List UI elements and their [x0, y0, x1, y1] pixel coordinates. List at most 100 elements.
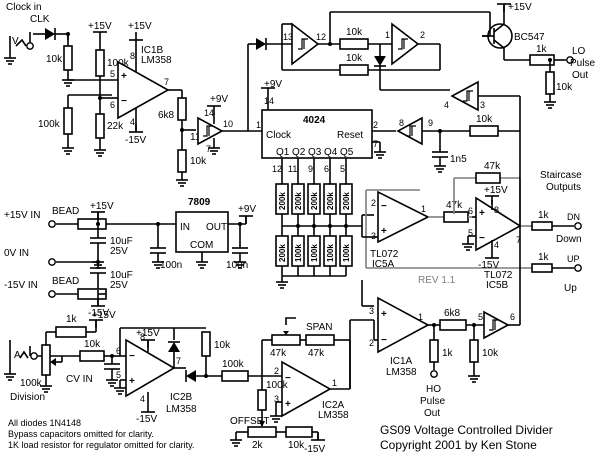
ho-1k: [429, 339, 439, 363]
cv-10k-label: 10k: [84, 339, 101, 350]
gate-a-pin10: 10: [223, 119, 233, 129]
ladder-200k-6: 200k: [278, 244, 287, 262]
lo-pulse-section: 13 12 10k 1 2 10k +15V BC547 1k LO Pulse…: [247, 2, 595, 131]
zero-in-label: 0V IN: [4, 248, 29, 259]
span-label: SPAN: [306, 322, 333, 333]
ic2a-pin2: 2: [274, 366, 279, 376]
counter-clock-label: Clock: [266, 130, 292, 141]
ic2b-pin5: 5: [116, 370, 121, 380]
c1n5-label: 1n5: [450, 154, 467, 165]
offset-pot[interactable]: [247, 426, 277, 438]
svg-text:−: −: [381, 201, 387, 212]
ladder-200k-2: 200k: [294, 192, 303, 210]
ic1a-pin1: 1: [418, 312, 423, 322]
q5-label: Q5: [340, 147, 354, 158]
q3-label: Q3: [308, 147, 322, 158]
zero-in-jack[interactable]: [48, 258, 56, 266]
down-output-jack[interactable]: [574, 222, 582, 230]
counter-pin14: 14: [264, 96, 274, 106]
ladder-200k-5: 200k: [342, 192, 351, 210]
r22k: [95, 113, 105, 139]
m15-in-jack[interactable]: [48, 290, 56, 298]
regulator-out: OUT: [206, 222, 227, 233]
ladder-200k-1: 200k: [278, 192, 287, 210]
up-output-jack[interactable]: [574, 264, 582, 272]
r1k-bias: [55, 326, 87, 338]
ladder-100k-1: 100k: [294, 244, 303, 262]
ladder-100k-2: 100k: [310, 244, 319, 262]
ic1b-part: LM358: [141, 55, 172, 66]
division-pot[interactable]: [41, 344, 51, 376]
svg-text:+: +: [121, 71, 127, 82]
counter-pin2: 2: [373, 120, 378, 130]
ic1b-pin4: 4: [130, 117, 135, 127]
p9-label-a: +9V: [210, 94, 228, 105]
svg-text:−: −: [129, 351, 135, 362]
lo-1k-label: 1k: [536, 44, 548, 55]
offset-100k: [257, 389, 267, 411]
a-label: A: [14, 350, 21, 361]
svg-text:−: −: [479, 233, 485, 244]
svg-text:−: −: [285, 373, 291, 384]
ho-pulse-jack[interactable]: [430, 370, 438, 378]
ic5a-name: TL072: [370, 249, 399, 260]
ic2b-opamp: [125, 338, 176, 398]
svg-text:−: −: [121, 96, 127, 107]
span-pot[interactable]: [271, 334, 301, 346]
ic2a-pin3: 3: [274, 394, 279, 404]
ic2a-section: SPAN − + 2 3 1 IC2A LM358 47k 47k 100k O…: [229, 317, 374, 455]
ladder-100k-4: 100k: [342, 244, 351, 262]
ff-10k-b: [339, 64, 369, 76]
p15-in-jack[interactable]: [48, 220, 56, 228]
note-diodes: All diodes 1N4148: [8, 418, 81, 428]
schmitt-gate-f: [483, 310, 510, 340]
clock-diode: [45, 28, 56, 40]
ic2b-part: LM358: [166, 404, 197, 415]
power-supply-section: +15V IN BEAD +15V 10uF 25V 0V IN 10uF 25…: [4, 197, 256, 319]
span-pot-label: 47k: [270, 348, 287, 359]
ic1a-10k: [469, 339, 479, 363]
svg-text:+: +: [381, 226, 387, 237]
cap2-v-label: 25V: [110, 280, 128, 291]
ic1a-6k8: [439, 319, 467, 331]
revision-label: REV 1.1: [418, 275, 456, 286]
gate-c-pin2: 2: [420, 30, 425, 40]
counter-name: 4024: [303, 115, 326, 126]
gate-b-pin12: 12: [316, 32, 326, 42]
ff-10k-b-label: 10k: [346, 53, 363, 64]
ic1b-p15: +15V: [128, 21, 152, 32]
ic1a-pin3: 3: [369, 306, 374, 316]
title-block: GS09 Voltage Controlled Divider Copyrigh…: [380, 423, 553, 452]
regulator-com: COM: [190, 240, 213, 251]
ladder-100k-3: 100k: [326, 244, 335, 262]
r22k-label: 22k: [107, 121, 124, 132]
ho-1k-label: 1k: [442, 348, 454, 359]
r1k-bias-label: 1k: [66, 314, 78, 325]
clock-jack[interactable]: [26, 42, 34, 50]
counter-p9: +9V: [264, 79, 282, 90]
bead-upper-label: BEAD: [52, 206, 79, 217]
schmitt-gate-b: [291, 22, 320, 66]
ps-m15: -15V: [88, 308, 109, 319]
q3-pin: 9: [308, 164, 313, 174]
note-bypass: Bypass capacitors omitted for clarity.: [8, 429, 154, 439]
ic2a-pin1: 1: [332, 378, 337, 388]
ic2b-pin4: 4: [140, 394, 145, 404]
ic5b-47k-fb-label: 47k: [484, 161, 501, 172]
ic1a-10k-label: 10k: [482, 348, 499, 359]
gate-f-pin6: 6: [510, 312, 515, 322]
ic5b-part: IC5B: [486, 280, 509, 291]
gate-f-pin5: 5: [478, 312, 483, 322]
ic5b-m15: -15V: [478, 260, 499, 271]
cap100n-a-label: 100n: [160, 260, 182, 271]
division-100k: 100k: [20, 378, 43, 389]
span-47k-label: 47k: [308, 348, 325, 359]
cv-jack[interactable]: [30, 352, 38, 360]
up-tag: UP: [567, 254, 580, 264]
ho-line3: Out: [424, 408, 440, 419]
ic1b-m15: -15V: [125, 135, 146, 146]
ladder-200k-3: 200k: [310, 192, 319, 210]
counter-pin7: 7: [373, 139, 378, 149]
notes: All diodes 1N4148 Bypass capacitors omit…: [8, 418, 194, 450]
ic5b-name: TL072: [484, 270, 513, 281]
